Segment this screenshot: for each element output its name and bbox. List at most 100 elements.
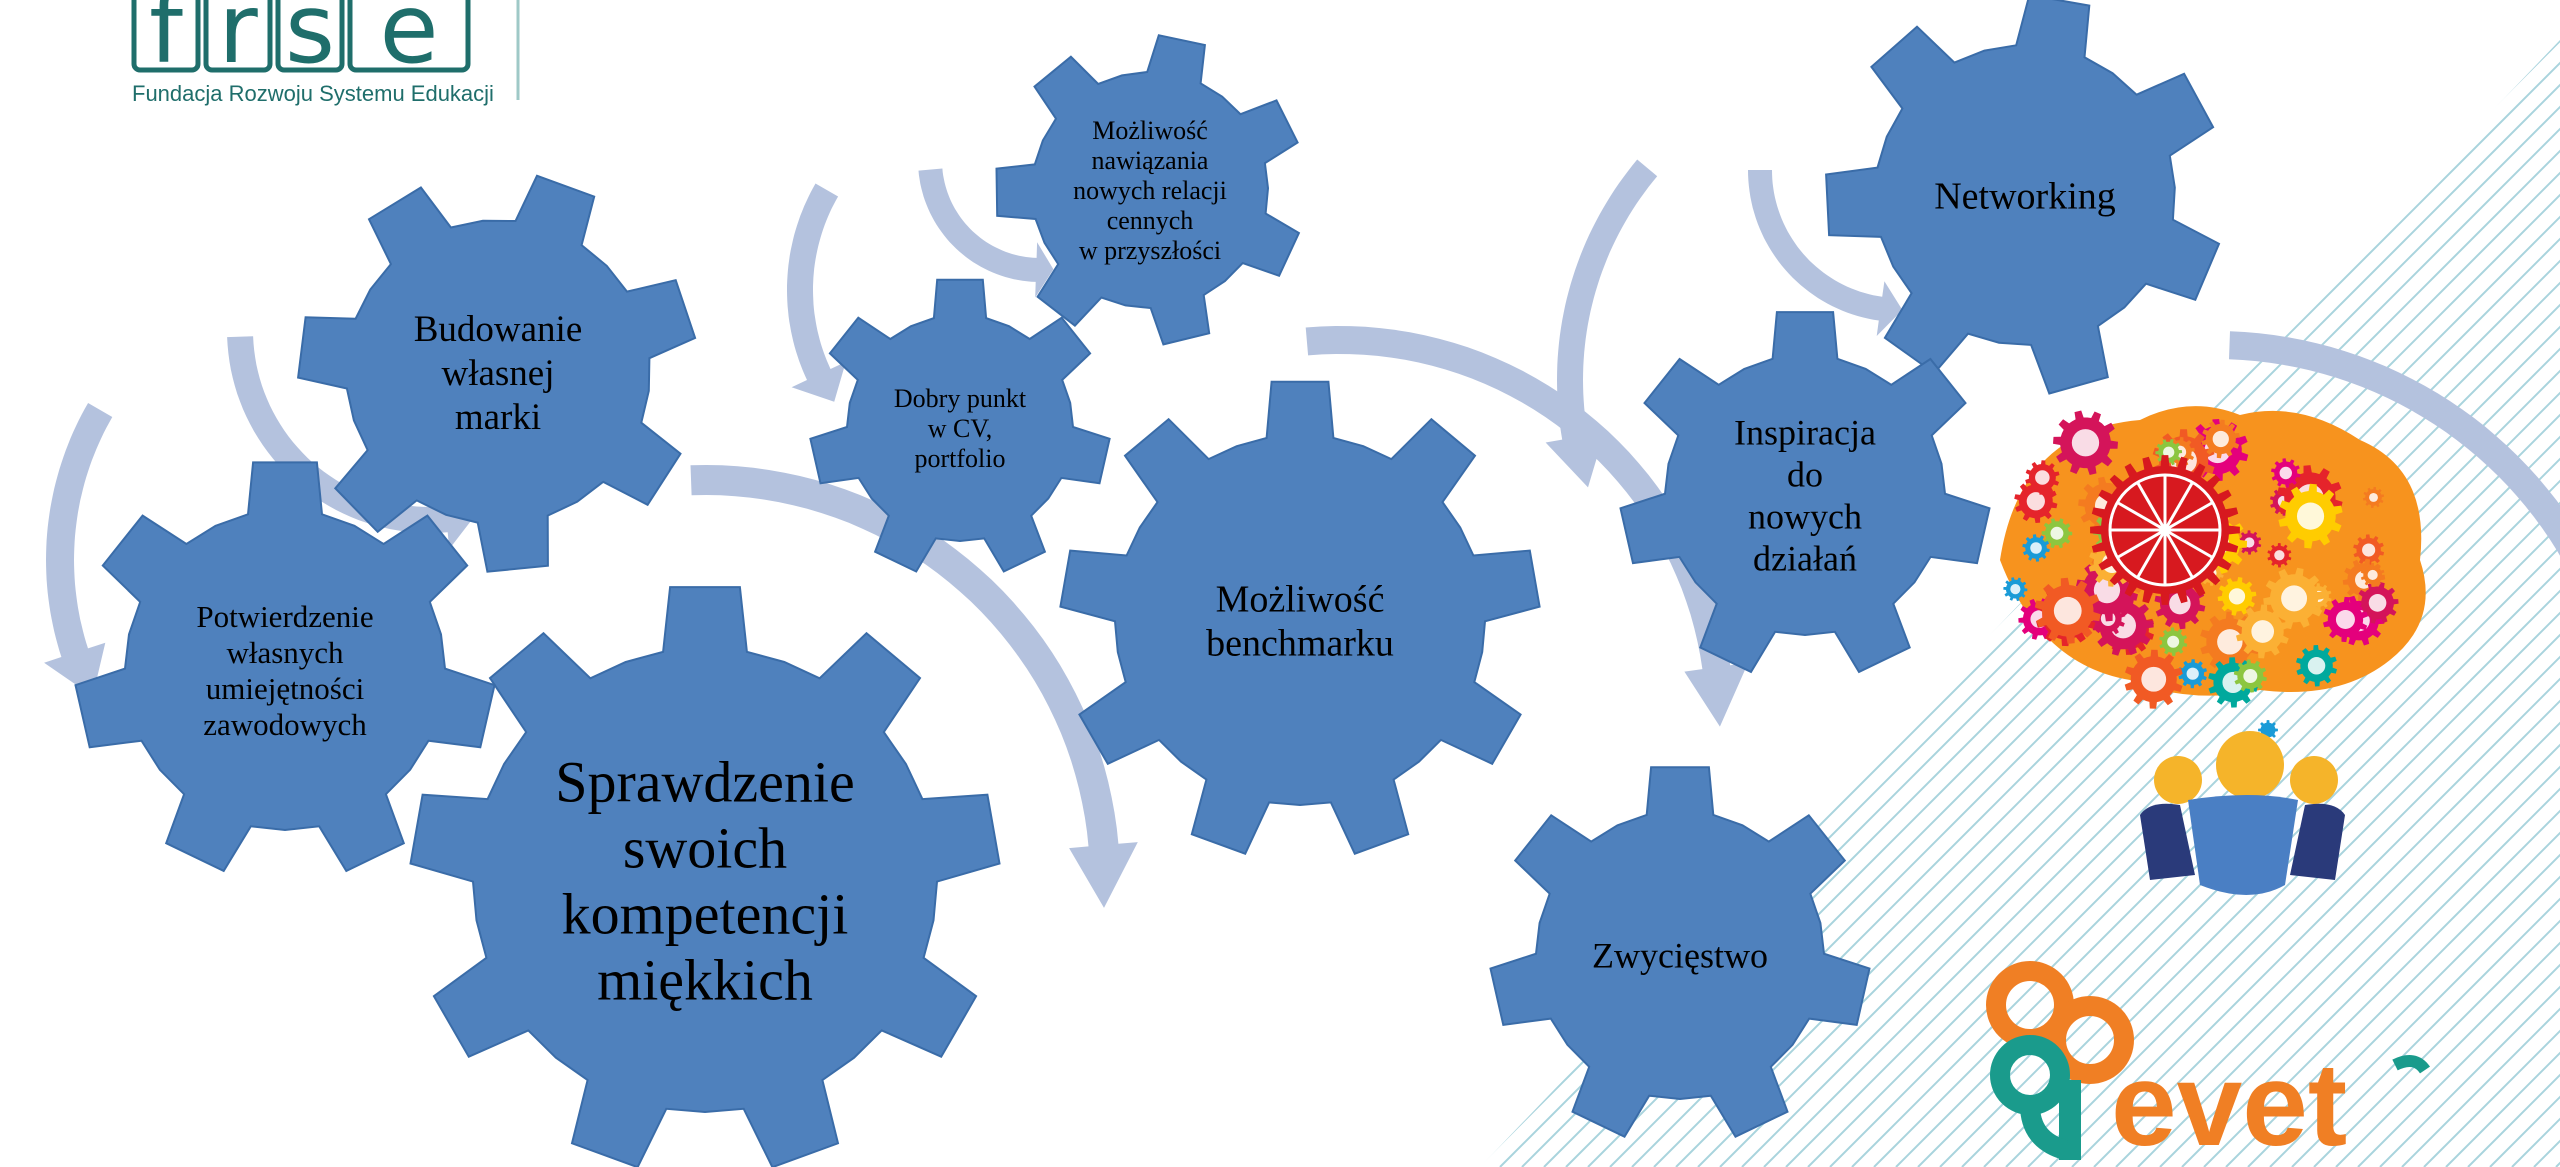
stripe-line	[1983, 40, 2560, 1167]
frse-letter-boxes: f r s e	[131, 0, 471, 85]
stripe-line	[1895, 40, 2560, 1167]
curved-arrow	[227, 336, 476, 550]
gear-shape	[1059, 380, 1541, 855]
gear-shape	[995, 34, 1301, 346]
brain-gear	[2362, 486, 2385, 508]
stripe-line	[2225, 40, 2560, 1167]
gear-label-potwierdzenie-line: umiejętności	[206, 671, 365, 706]
frse-subtitle: Fundacja Rozwoju Systemu Edukacji	[132, 81, 494, 106]
frse-logo: f r s e Fundacja Rozwoju Systemu Edukacj…	[131, 0, 520, 106]
stripe-line	[2137, 40, 2560, 1167]
gear-potwierdzenie: Potwierdzeniewłasnychumiejętnościzawodow…	[74, 461, 496, 873]
gear-label-sprawdzenie-line: swoich	[623, 815, 787, 880]
stripe-line	[2291, 40, 2560, 1167]
gear-label-potwierdzenie-line: własnych	[226, 635, 344, 670]
stripe-line	[2027, 40, 2560, 1167]
brain-gears-illustration	[2000, 406, 2426, 767]
gear-label-potwierdzenie-line: Potwierdzenie	[196, 599, 373, 634]
stripe-line	[2357, 40, 2560, 1167]
frse-letter-f: f	[149, 0, 185, 85]
brain-gear	[2053, 410, 2118, 475]
stripe-line	[2335, 40, 2560, 1167]
curved-arrow	[2229, 331, 2560, 556]
curved-arrow	[918, 168, 1054, 298]
person-icon	[2140, 731, 2345, 895]
evet-tree-icon	[1986, 961, 2134, 1160]
brain-gear	[2217, 577, 2257, 616]
brain-gear	[2278, 483, 2343, 549]
brain-gear	[2267, 543, 2292, 568]
curved-arrow	[44, 403, 113, 697]
gear-networking: Networking	[1825, 0, 2221, 395]
gear-shape	[409, 586, 1001, 1167]
stripe-line	[1939, 40, 2560, 1167]
brain-gear	[2233, 659, 2267, 693]
gear-label-benchmark-line: benchmarku	[1206, 622, 1394, 664]
brain-gear	[2237, 530, 2262, 555]
gear-label-potwierdzenie-line: zawodowych	[203, 707, 367, 742]
brain-gear	[2236, 604, 2290, 659]
stripe-line	[1873, 40, 2560, 1167]
brain-gear	[2124, 649, 2183, 709]
gear-label-sprawdzenie-line: miękkich	[597, 947, 813, 1012]
frse-letter-e: e	[379, 0, 438, 85]
brain-main-gear	[2090, 455, 2240, 605]
gear-label-inspiracja-line: nowych	[1748, 497, 1862, 537]
brain-gear	[2159, 627, 2188, 656]
gear-label-relacje-line: nowych relacji	[1073, 176, 1227, 205]
gear-label-budowanie-line: Budowanie	[414, 309, 583, 350]
gear-shape	[296, 174, 697, 573]
stripe-line	[2071, 40, 2560, 1167]
brain-gear	[2201, 419, 2240, 459]
stripe-line	[2005, 40, 2560, 1167]
gear-label-relacje-line: cennych	[1107, 206, 1194, 235]
gear-label-budowanie-line: własnej	[441, 353, 554, 394]
evet-accent-mark	[2392, 1055, 2430, 1074]
brain-gear	[2178, 659, 2207, 689]
gear-label-relacje-line: w przyszłości	[1079, 236, 1221, 265]
curved-arrow	[1545, 159, 1658, 488]
stripe-line	[2159, 40, 2560, 1167]
evet-logo: evet	[1986, 961, 2430, 1167]
stripe-line	[2049, 40, 2560, 1167]
gear-label-budowanie-line: marki	[455, 397, 541, 438]
gear-label-benchmark-line: Możliwość	[1216, 578, 1385, 620]
gear-zwyciestwo: Zwycięstwo	[1489, 766, 1871, 1138]
gear-shape	[809, 278, 1111, 573]
stripe-line	[1917, 40, 2560, 1167]
stripe-line	[2313, 40, 2560, 1167]
brain-gear	[2323, 596, 2368, 643]
brain-gear	[2003, 577, 2028, 602]
brain-gear	[2025, 460, 2060, 495]
brain-gear	[2034, 577, 2101, 644]
gear-shape	[1825, 0, 2221, 395]
gear-label-dobry-punkt-line: Dobry punkt	[894, 384, 1027, 413]
stripe-line	[1961, 40, 2560, 1167]
brain-gear	[2022, 534, 2050, 562]
evet-wordmark: evet	[2111, 1039, 2347, 1167]
brain-gear	[2041, 518, 2073, 549]
frse-letter-s: s	[285, 0, 335, 85]
gear-label-inspiracja-line: działań	[1753, 539, 1857, 579]
gear-label-inspiracja-line: do	[1787, 455, 1823, 495]
brain-gear	[2296, 645, 2337, 687]
gear-label-relacje-line: nawiązania	[1092, 146, 1209, 175]
gears: SprawdzenieswoichkompetencjimiękkichPotw…	[74, 0, 2221, 1167]
gear-label-zwyciestwo-line: Zwycięstwo	[1592, 936, 1768, 976]
gear-label-dobry-punkt-line: w CV,	[928, 414, 993, 443]
stripe-line	[2269, 40, 2560, 1167]
brain-gear	[2353, 534, 2385, 566]
stripe-line	[2115, 40, 2560, 1167]
gear-shape	[1489, 766, 1871, 1138]
stripe-line	[2203, 40, 2560, 1167]
stripe-line	[2181, 40, 2560, 1167]
gear-label-inspiracja-line: Inspiracja	[1734, 413, 1876, 453]
stripe-line	[2093, 40, 2560, 1167]
gear-label-networking-line: Networking	[1934, 175, 2116, 217]
curved-arrow	[1748, 170, 1903, 336]
